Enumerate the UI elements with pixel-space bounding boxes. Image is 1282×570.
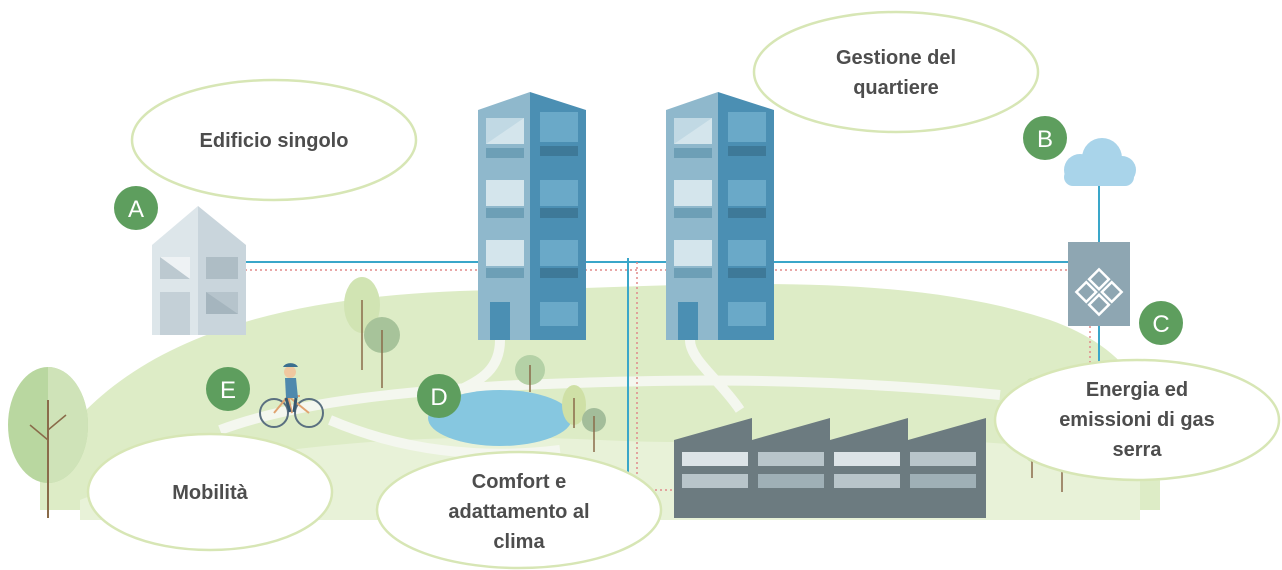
label-gestione-line2: quartiere	[853, 77, 939, 99]
factory-building	[674, 418, 986, 518]
label-comfort-line2: adattamento al	[448, 501, 589, 523]
label-energia-line1: Energia ed	[1086, 379, 1188, 401]
tree-near-house	[344, 277, 400, 388]
badge-a: A	[114, 186, 158, 230]
label-edificio-singolo: Edificio singolo	[200, 130, 349, 152]
badge-a-label: A	[128, 196, 144, 223]
bubble-energia-emissioni: Energia ed emissioni di gas serra	[993, 358, 1281, 482]
tall-building-1	[478, 92, 586, 340]
bubble-comfort-clima: Comfort e adattamento al clima	[375, 450, 663, 570]
house-single-building	[152, 206, 246, 335]
badge-e-label: E	[220, 377, 236, 404]
bubble-gestione-quartiere: Gestione del quartiere	[752, 10, 1040, 134]
badge-c: C	[1139, 301, 1183, 345]
tree-large-left	[8, 367, 88, 518]
badge-b-label: B	[1037, 126, 1053, 153]
label-gestione-line1: Gestione del	[836, 47, 956, 69]
badge-b: B	[1023, 116, 1067, 160]
label-comfort-line1: Comfort e	[472, 471, 566, 493]
badge-c-label: C	[1152, 311, 1169, 338]
label-comfort-line3: clima	[493, 531, 545, 553]
road-path-4	[685, 339, 745, 413]
badge-e: E	[206, 367, 250, 411]
badge-d: D	[417, 374, 461, 418]
cyclist-icon	[259, 363, 324, 428]
tree-pond	[515, 355, 606, 452]
label-mobilita: Mobilità	[172, 482, 248, 504]
cloud-icon	[1064, 138, 1136, 186]
pond	[428, 390, 572, 446]
road-path-3	[457, 339, 505, 395]
bubble-edificio-singolo: Edificio singolo	[130, 78, 418, 202]
badge-d-label: D	[430, 384, 447, 411]
label-energia-line2: emissioni di gas	[1059, 409, 1215, 431]
bubble-mobilita: Mobilità	[86, 432, 334, 552]
tall-building-2	[666, 92, 774, 340]
control-box-icon	[1068, 242, 1130, 326]
label-energia-line3: serra	[1113, 439, 1163, 461]
road-path	[218, 375, 1001, 435]
